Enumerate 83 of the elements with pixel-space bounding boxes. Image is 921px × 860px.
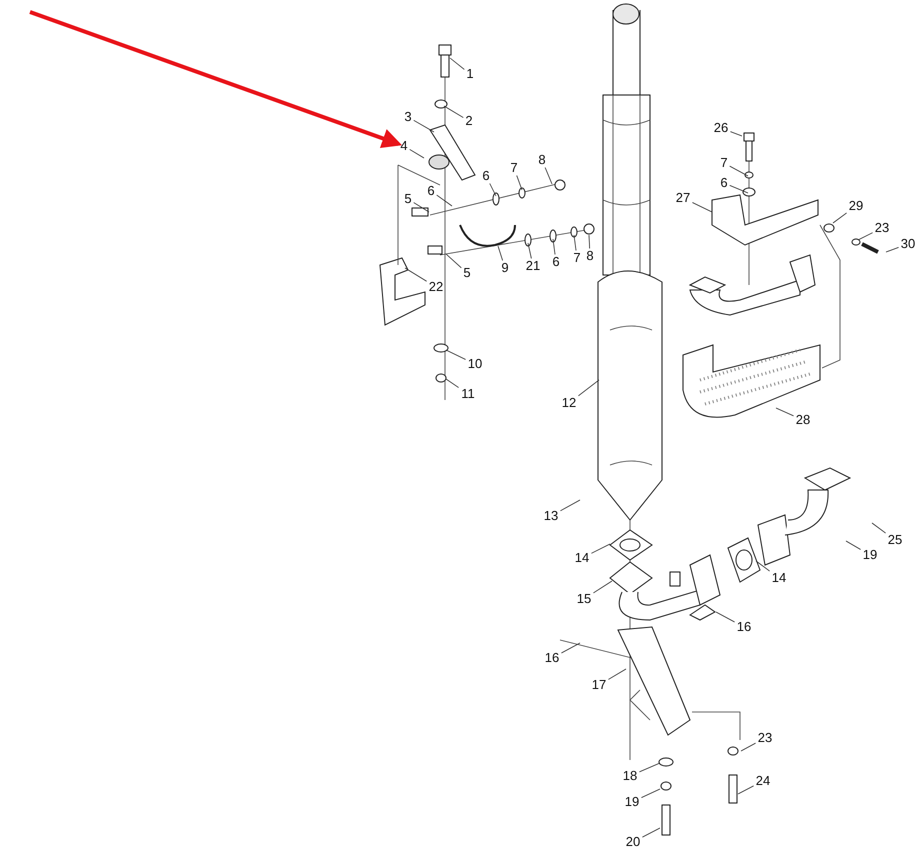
callout-number: 22 — [428, 280, 444, 294]
callout-number: 10 — [468, 357, 482, 371]
callout-number: 9 — [501, 261, 509, 275]
callout-number: 3 — [404, 110, 412, 124]
leader-line — [729, 184, 748, 194]
leader-line — [578, 380, 600, 396]
callout-number: 12 — [562, 396, 576, 410]
callout-number: 8 — [586, 249, 594, 263]
callout-number: 19 — [624, 795, 640, 809]
callout-number: 4 — [400, 139, 408, 153]
leader-line — [552, 238, 556, 255]
leader-line — [872, 522, 886, 534]
leader-line — [413, 202, 430, 212]
leader-line — [409, 149, 424, 158]
leader-line — [560, 500, 580, 512]
callout-number: 24 — [756, 774, 770, 788]
callout-number: 26 — [714, 121, 728, 135]
leader-line — [776, 408, 794, 416]
callout-number: 16 — [736, 620, 752, 634]
leader-line — [639, 762, 660, 772]
leader-line — [544, 167, 552, 184]
callout-number: 7 — [510, 161, 518, 175]
callout-number: 14 — [772, 571, 786, 585]
callout-number: 6 — [427, 184, 435, 198]
callout-number: 15 — [576, 592, 592, 606]
arrow — [29, 10, 402, 148]
callout-number: 25 — [888, 533, 902, 547]
leader-line — [730, 131, 742, 136]
leader-line — [608, 668, 626, 680]
leader-line — [528, 242, 532, 259]
callout-number: 8 — [538, 153, 546, 167]
leader-line — [446, 254, 462, 268]
leader-line — [591, 544, 610, 554]
leader-line — [692, 202, 712, 212]
callout-number: 21 — [526, 259, 540, 273]
leader-line — [436, 194, 452, 206]
callout-number: 14 — [574, 551, 590, 565]
leader-line — [498, 246, 504, 261]
leader-line — [729, 166, 748, 176]
callout-number: 20 — [626, 835, 640, 849]
callout-number: 13 — [544, 509, 558, 523]
callout-number: 29 — [848, 199, 864, 213]
leader-line — [574, 234, 576, 251]
callout-number: 18 — [622, 769, 638, 783]
callout-number: 28 — [796, 413, 810, 427]
leader-line — [716, 612, 735, 622]
leader-line — [446, 350, 466, 360]
callout-number: 7 — [720, 156, 728, 170]
leader-line — [413, 120, 434, 132]
callout-number: 23 — [874, 221, 890, 235]
callout-number: 6 — [482, 169, 490, 183]
callout-number: 5 — [404, 192, 412, 206]
callout-number: 11 — [461, 387, 475, 401]
leader-line — [738, 786, 754, 794]
callout-number: 6 — [720, 176, 728, 190]
leader-line — [450, 58, 465, 70]
callout-number: 6 — [552, 255, 560, 269]
callout-number: 1 — [466, 67, 474, 81]
leader-line — [588, 234, 590, 249]
callout-number: 30 — [900, 237, 916, 251]
leader-line — [846, 540, 861, 550]
callout-number: 19 — [862, 548, 878, 562]
callout-number: 23 — [758, 731, 772, 745]
leader-line — [858, 232, 873, 240]
leader-line — [516, 175, 522, 190]
leader-line — [832, 212, 847, 224]
callout-number: 7 — [573, 251, 581, 265]
leader-line — [593, 580, 612, 594]
callout-number: 16 — [544, 651, 560, 665]
leader-line — [489, 183, 496, 196]
leader-line — [756, 560, 770, 572]
callout-number: 2 — [465, 114, 473, 128]
callout-number: 17 — [592, 678, 606, 692]
leader-line — [444, 106, 464, 118]
leader-line — [404, 268, 427, 282]
leader-line — [740, 742, 756, 752]
leader-line — [642, 828, 660, 838]
leader-line — [446, 378, 459, 388]
leader-line — [561, 642, 580, 654]
callout-number: 5 — [463, 266, 471, 280]
leader-line — [641, 788, 660, 798]
leader-line — [886, 247, 899, 252]
callout-number: 27 — [676, 191, 690, 205]
